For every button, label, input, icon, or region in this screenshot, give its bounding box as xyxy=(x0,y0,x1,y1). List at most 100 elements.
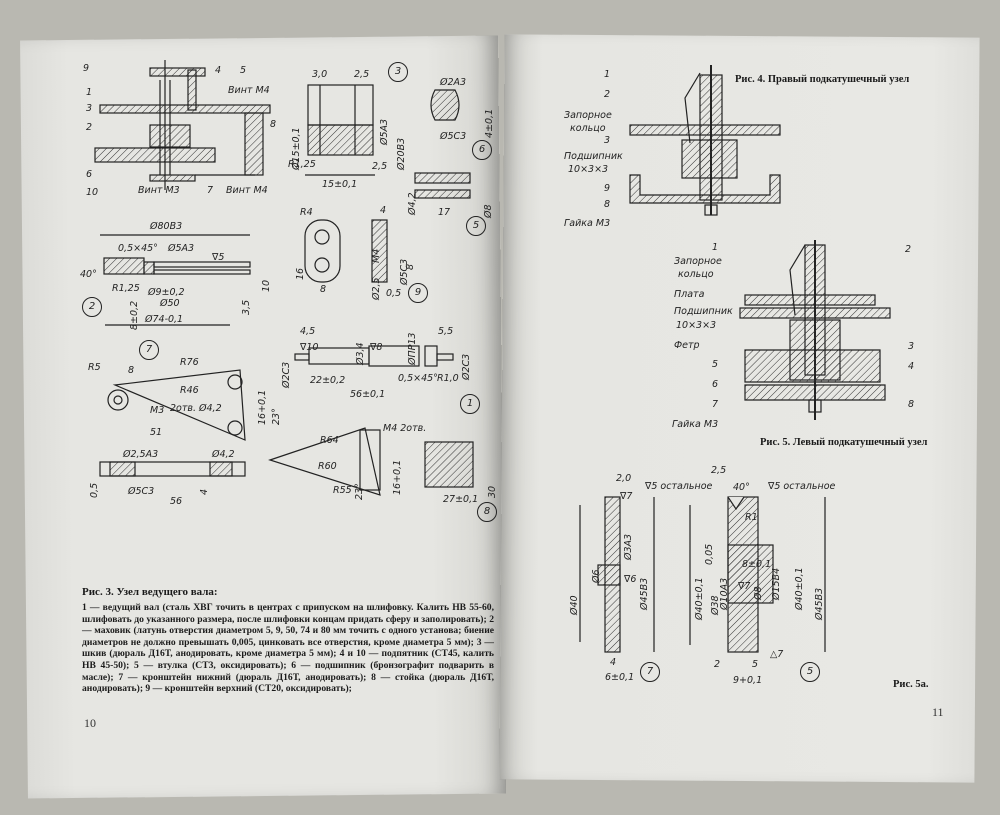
fig4-callout-label: 8 xyxy=(604,199,611,210)
dimension-label: 51 xyxy=(150,427,163,438)
dimension-label: R5 xyxy=(88,362,101,373)
fig5-caption: Рис. 5. Левый подкатушечный узел xyxy=(760,437,928,448)
assembly-label: 9 xyxy=(83,63,90,74)
dimension-label: Ø8 xyxy=(753,586,764,600)
dimension-label: 0,5 xyxy=(386,288,402,299)
dimension-label: 30 xyxy=(487,485,498,498)
dimension-label: ∇5 остальное xyxy=(768,481,836,492)
part-number-circle: 1 xyxy=(460,394,480,414)
part-number-circle: 2 xyxy=(82,297,102,317)
fig5-callout-label: Подшипник xyxy=(674,306,733,317)
fig4-callout-label: 9 xyxy=(604,183,611,194)
fig4-callout-label: Запорное xyxy=(564,110,612,121)
fig5-callout-label: Запорное xyxy=(674,256,722,267)
assembly-label: Винт М4 xyxy=(226,185,268,196)
dimension-label: 4 xyxy=(199,488,210,495)
dimension-label: ∇8 xyxy=(370,342,383,353)
dimension-label: 2,5 xyxy=(711,465,727,476)
fig5-callout-label: 5 xyxy=(712,359,719,370)
assembly-label: 3 xyxy=(86,103,93,114)
fig5-callout-label: 6 xyxy=(712,379,719,390)
fig5-callout-label: кольцо xyxy=(678,269,714,280)
dimension-label: Ø40±0,1 xyxy=(794,567,805,610)
fig5-callout-label: Плата xyxy=(674,289,705,300)
dimension-label: Ø74-0,1 xyxy=(145,314,184,325)
part-number-circle: 5 xyxy=(800,662,820,682)
dimension-label: Ø2,5 xyxy=(371,277,382,300)
dimension-label: 5 xyxy=(752,659,759,670)
assembly-label: 6 xyxy=(86,169,93,180)
assembly-label: 8 xyxy=(270,119,277,130)
dimension-label: Ø9±0,2 xyxy=(148,287,185,298)
dimension-label: ∇5 xyxy=(212,252,225,263)
dimension-label: 0,5×45° xyxy=(118,243,158,254)
dimension-label: R1,25 xyxy=(112,283,140,294)
dimension-label: M4 2отв. xyxy=(383,423,427,434)
dimension-label: 56±0,1 xyxy=(350,389,386,400)
dimension-label: ∇6 xyxy=(624,574,637,585)
fig4-callout-label: 3 xyxy=(604,135,611,146)
dimension-label: 8 xyxy=(128,365,135,376)
dimension-label: Ø50 xyxy=(160,298,180,309)
dimension-label: 0,5 xyxy=(89,482,100,498)
fig5-callout-label: 4 xyxy=(908,361,915,372)
dimension-label: 4,5 xyxy=(300,326,316,337)
dimension-label: 4±0,1 xyxy=(484,108,495,138)
dimension-label: 16+0,1 xyxy=(392,459,403,495)
page-number: 10 xyxy=(84,716,96,730)
dimension-label: R1 xyxy=(745,512,758,523)
fig5-callout-label: 1 xyxy=(712,242,719,253)
dimension-label: ØПР13 xyxy=(407,332,418,365)
dimension-label: 6±0,1 xyxy=(605,672,635,683)
assembly-label: 2 xyxy=(86,122,93,133)
dimension-label: Ø3,4 xyxy=(355,342,366,365)
dimension-label: 40° xyxy=(80,269,97,280)
dimension-label: 4 xyxy=(610,657,617,668)
dimension-label: 5,5 xyxy=(438,326,454,337)
fig5-callout-label: 10×3×3 xyxy=(676,320,717,331)
dimension-label: Ø2C3 xyxy=(281,361,292,388)
dimension-label: 17 xyxy=(438,207,451,218)
dimension-label: 9+0,1 xyxy=(733,675,763,686)
dimension-label: 0,05 xyxy=(704,543,715,565)
dimension-label: Ø45B3 xyxy=(814,587,825,620)
assembly-label: Винт М4 xyxy=(228,85,270,96)
fig4-callout-label: 2 xyxy=(604,89,611,100)
dimension-label: M4 xyxy=(371,248,382,263)
dimension-label: 15±0,1 xyxy=(322,179,358,190)
dimension-label: 27±0,1 xyxy=(443,494,479,505)
dimension-label: Ø3A3 xyxy=(623,533,634,560)
fig5-callout-label: 8 xyxy=(908,399,915,410)
dimension-label: 40° xyxy=(733,482,750,493)
fig5-callout-label: Гайка М3 xyxy=(672,419,719,430)
dimension-label: 2 xyxy=(714,659,721,670)
dimension-label: ∇7 xyxy=(738,581,751,592)
dimension-label: Ø2,5A3 xyxy=(123,449,159,460)
assembly-label: 4 xyxy=(215,65,222,76)
dimension-label: 16 xyxy=(295,267,306,280)
dimension-label: Ø10A3 xyxy=(719,577,730,610)
dimension-label: R60 xyxy=(318,461,337,472)
dimension-label: R1,0 xyxy=(437,373,459,384)
dimension-label: Ø40 xyxy=(569,595,580,615)
dimension-label: Ø80B3 xyxy=(150,221,183,232)
dimension-label: R1,25 xyxy=(288,159,316,170)
assembly-label: 7 xyxy=(207,185,214,196)
dimension-label: Ø6 xyxy=(591,569,602,583)
dimension-label: 3,0 xyxy=(312,69,328,80)
dimension-label: Ø5C3 xyxy=(128,486,155,497)
dimension-label: R76 xyxy=(180,357,199,368)
dimension-label: 23° xyxy=(271,408,282,425)
fig3-caption-body: 1 — ведущий вал (сталь ХВГ точить в цент… xyxy=(82,602,494,695)
dimension-label: 4 xyxy=(380,205,387,216)
part-number-circle: 6 xyxy=(472,140,492,160)
dimension-label: M3 xyxy=(150,405,165,416)
fig4-callout-label: 10×3×3 xyxy=(568,164,609,175)
dimension-label: Ø5C3 xyxy=(440,131,467,142)
dimension-label: Ø15B4 xyxy=(771,567,782,600)
fig5-callout-label: 2 xyxy=(905,244,912,255)
dimension-label: 56 xyxy=(170,496,183,507)
fig5-callout-label: 7 xyxy=(712,399,719,410)
assembly-label: Винт М3 xyxy=(138,185,180,196)
dimension-label: 8 xyxy=(320,284,327,295)
